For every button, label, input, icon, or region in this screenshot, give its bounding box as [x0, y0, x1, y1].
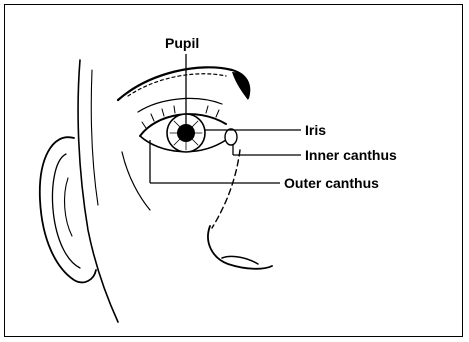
- nose: [208, 226, 272, 269]
- face-contour-inner: [91, 70, 98, 205]
- eyebrow: [118, 67, 249, 100]
- label-pupil: Pupil: [165, 35, 199, 51]
- ear-inner: [53, 154, 81, 268]
- cheek-line: [122, 152, 150, 210]
- label-iris: Iris: [305, 122, 326, 138]
- inner-canthus-shape: [225, 129, 237, 145]
- lid-crease: [138, 98, 222, 112]
- label-outer-canthus: Outer canthus: [284, 175, 379, 191]
- eyebrow-end: [232, 72, 249, 100]
- ear-fold: [65, 178, 72, 236]
- ear: [40, 137, 96, 282]
- pupil-circle: [177, 124, 195, 142]
- label-inner-canthus: Inner canthus: [305, 147, 397, 163]
- nose-bridge: [212, 150, 240, 228]
- eyebrow-shade: [128, 74, 226, 96]
